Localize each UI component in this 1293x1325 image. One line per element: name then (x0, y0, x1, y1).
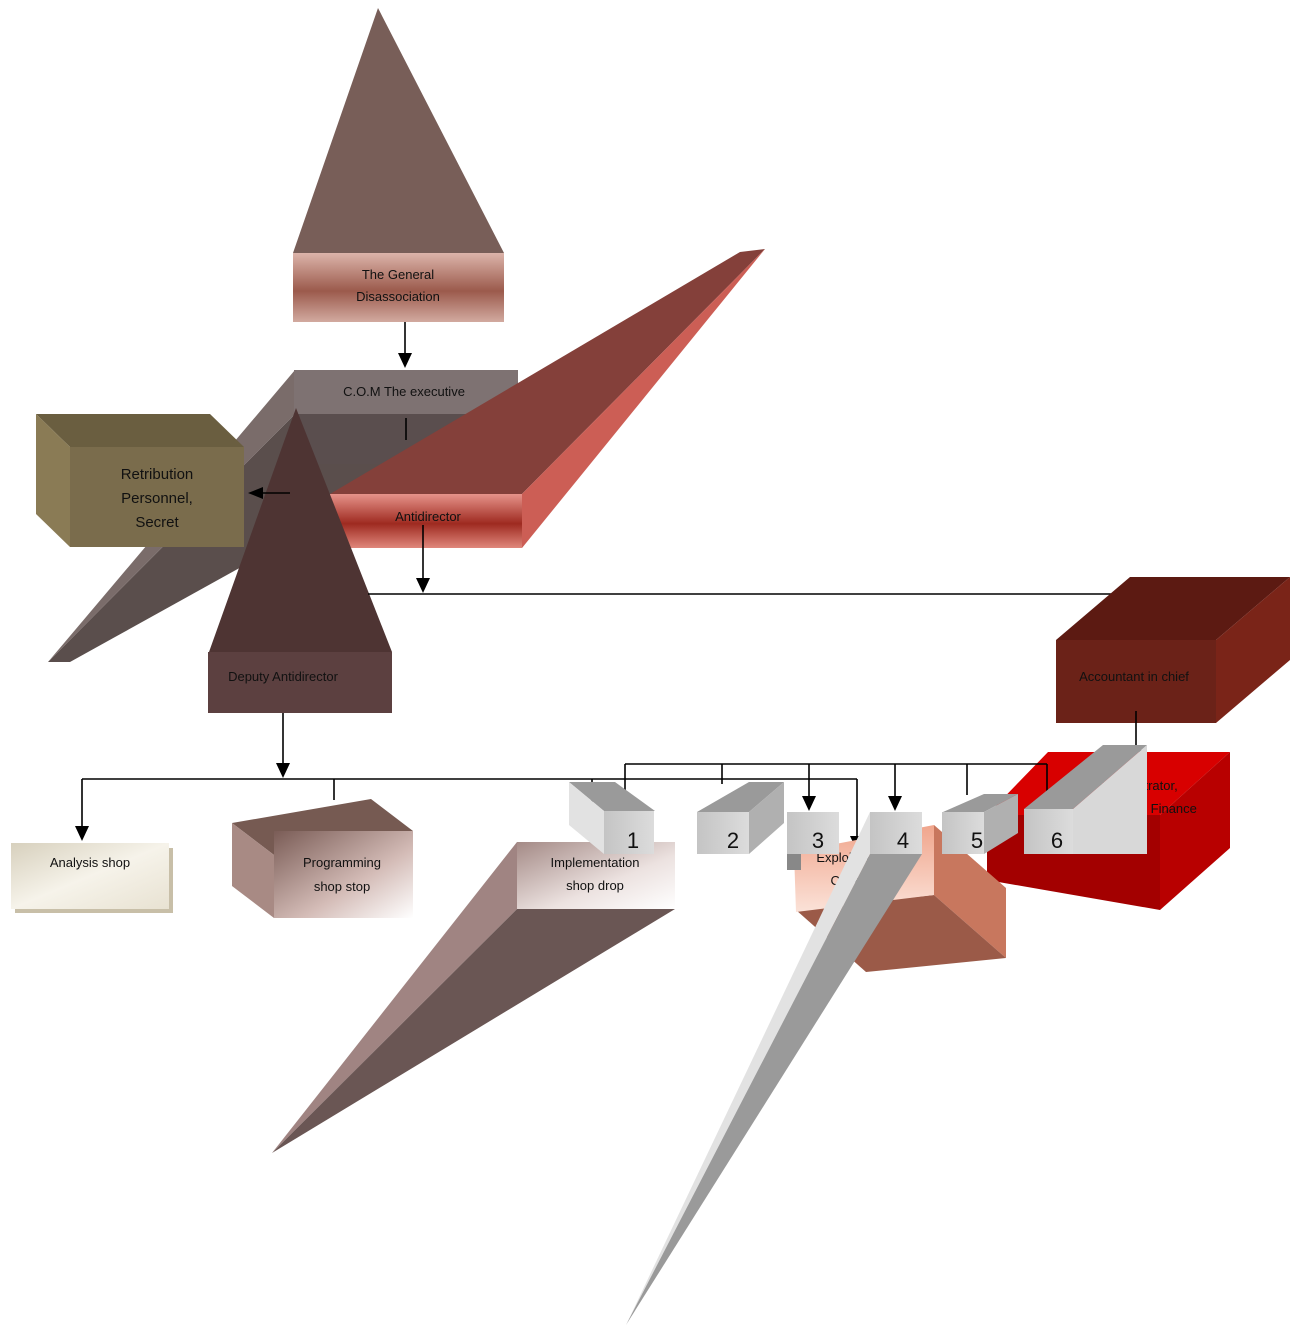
unit-4-spike (626, 812, 922, 1325)
deputy-pyramid (209, 408, 392, 652)
retribution-top (36, 414, 244, 447)
retribution-node: Retribution Personnel, Secret (36, 414, 244, 547)
deputy-box (208, 652, 392, 713)
unit-3: 3 (787, 812, 839, 870)
retribution-label-line3: Secret (135, 514, 179, 531)
exploitation-side (934, 825, 1006, 958)
unit-4: 4 (870, 812, 922, 854)
antidirector-prism-side (522, 249, 765, 548)
antidirector-box (330, 494, 522, 548)
connector-units (624, 763, 1048, 811)
unit-6: 6 (1024, 745, 1147, 854)
general-label-line2: Disassociation (356, 289, 440, 304)
analysis-shop-node: Analysis shop (11, 843, 173, 913)
com-label: C.O.M The executive (343, 384, 465, 399)
programming-shop-node: Programming shop stop (232, 799, 413, 918)
general-pyramid (293, 8, 504, 253)
general-box (293, 253, 504, 322)
analysis-box (11, 843, 169, 909)
programming-front (274, 831, 413, 918)
antidirector-prism-top (330, 249, 765, 494)
general-label-line1: The General (362, 267, 434, 282)
implementation-prism-right (272, 909, 675, 1153)
arrow-general-to-com (398, 322, 412, 368)
arrow-com-to-retribution (248, 487, 290, 499)
accountant-top (1056, 577, 1290, 640)
antidirector-node: Antidirector (330, 249, 765, 548)
administrator-side (1160, 752, 1230, 910)
retribution-front (70, 447, 244, 547)
programming-label-line2: shop stop (314, 879, 370, 894)
analysis-label: Analysis shop (50, 855, 130, 870)
unit-1-label: 1 (627, 828, 639, 853)
programming-label-line1: Programming (303, 855, 381, 870)
retribution-side (36, 414, 70, 547)
general-disassociation-node: The General Disassociation (293, 8, 504, 322)
unit-5: 5 (942, 794, 1018, 854)
implementation-label-line1: Implementation (551, 855, 640, 870)
arrow-antidirector-down (416, 525, 430, 593)
deputy-label: Deputy Antidirector (228, 669, 339, 684)
accountant-side (1216, 577, 1290, 723)
unit-6-label: 6 (1051, 828, 1063, 853)
implementation-prism-left (272, 842, 517, 1153)
accountant-node: Accountant in chief (1056, 577, 1290, 723)
implementation-label-line2: shop drop (566, 878, 624, 893)
unit-5-label: 5 (971, 828, 983, 853)
retribution-label-line2: Personnel, (121, 490, 193, 507)
unit-2-label: 2 (727, 828, 739, 853)
accountant-front (1056, 640, 1216, 723)
unit-2: 2 (697, 782, 784, 854)
retribution-label-line1: Retribution (121, 466, 194, 483)
accountant-label: Accountant in chief (1079, 669, 1189, 684)
unit-1: 1 (569, 782, 655, 854)
unit-4-label: 4 (897, 828, 909, 853)
antidirector-label: Antidirector (395, 509, 461, 524)
deputy-antidirector-node: Deputy Antidirector (208, 408, 392, 713)
unit-3-label: 3 (812, 828, 824, 853)
programming-side (232, 823, 274, 918)
